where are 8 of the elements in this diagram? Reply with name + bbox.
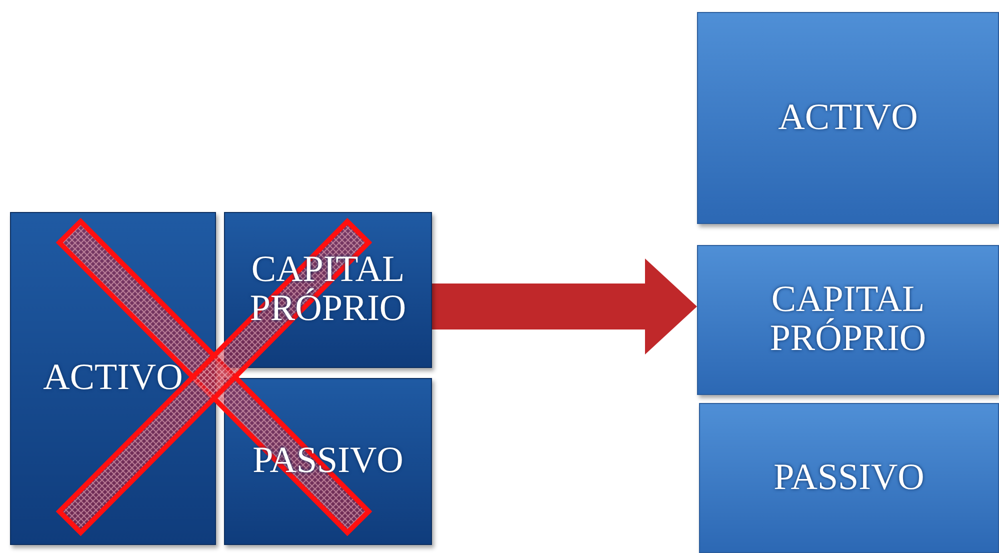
block-label: ACTIVO [778, 98, 918, 138]
block-box [699, 403, 999, 553]
block-label: CAPITAL PRÓPRIO [768, 281, 928, 359]
block-box [697, 245, 999, 395]
block-label: ACTIVO [43, 359, 183, 398]
block-label: PASSIVO [774, 458, 924, 498]
arrow [432, 258, 697, 354]
block-box [697, 12, 999, 224]
